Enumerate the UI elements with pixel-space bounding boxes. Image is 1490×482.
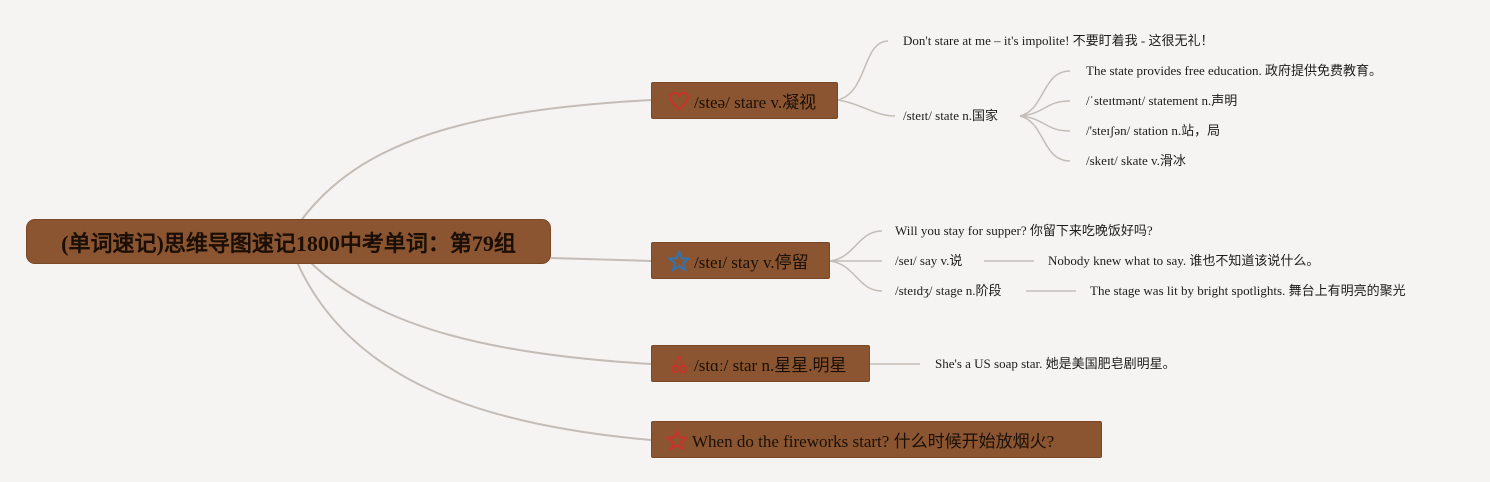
leaf-star-sentence[interactable]: She's a US soap star. 她是美国肥皂剧明星。 (935, 356, 1176, 371)
connector-stay-stage (829, 260, 883, 292)
leaf-stage[interactable]: /steɪdʒ/ stage n.阶段 (895, 283, 1002, 298)
leaf-stay-sentence[interactable]: Will you stay for supper? 你留下来吃晚饭好吗? (895, 223, 1153, 238)
topic-star-label: /stɑː/ star n.星星.明星 (694, 356, 847, 375)
connector-stay-sentence (829, 230, 883, 262)
connector-stare-state (837, 99, 896, 117)
leaf-say[interactable]: /seɪ/ say v.说 (895, 253, 963, 268)
branch-line-start (296, 261, 652, 441)
connector-state-statement (1019, 100, 1071, 117)
topic-stare-label: /steə/ stare v.凝视 (694, 93, 817, 112)
connector-state-skate (1019, 115, 1071, 162)
leaf-state-sentence[interactable]: The state provides free education. 政府提供免… (1086, 63, 1383, 78)
topic-stay[interactable]: /steɪ/ stay v.停留 (651, 242, 830, 279)
leaf-skate[interactable]: /skeɪt/ skate v.滑冰 (1086, 153, 1186, 168)
leaf-state[interactable]: /steɪt/ state n.国家 (903, 108, 998, 123)
topic-start-label: When do the fireworks start? 什么时候开始放烟火? (692, 432, 1055, 451)
leaf-stage-sentence[interactable]: The stage was lit by bright spotlights. … (1090, 283, 1406, 298)
leaf-say-sentence[interactable]: Nobody knew what to say. 谁也不知道该说什么。 (1048, 253, 1320, 268)
branch-line-stay (550, 257, 652, 262)
topic-stay-label: /steɪ/ stay v.停留 (694, 253, 809, 272)
connector-state-sentence (1019, 70, 1071, 117)
root-title: (单词速记)思维导图速记1800中考单词：第79组 (61, 230, 516, 256)
connector-state-station (1019, 115, 1071, 132)
branch-line-star (309, 261, 652, 365)
topic-star[interactable]: /stɑː/ star n.星星.明星 (651, 345, 870, 382)
topic-start[interactable]: When do the fireworks start? 什么时候开始放烟火? (651, 421, 1102, 458)
leaf-stare-sentence[interactable]: Don't stare at me – it's impolite! 不要盯着我… (903, 33, 1214, 48)
star-outline-icon (666, 428, 688, 451)
leaf-station[interactable]: /'steɪʃən/ station n.站，局 (1086, 123, 1221, 138)
root-node[interactable]: (单词速记)思维导图速记1800中考单词：第79组 (26, 219, 551, 264)
leaf-statement[interactable]: /ˈsteɪtmənt/ statement n.声明 (1086, 93, 1238, 108)
cherries-icon (668, 353, 690, 375)
connector-stare-sentence (837, 40, 889, 101)
heart-icon (668, 90, 690, 112)
branch-line-stare (299, 99, 652, 223)
star-outline-icon (668, 249, 690, 272)
topic-stare[interactable]: /steə/ stare v.凝视 (651, 82, 838, 119)
